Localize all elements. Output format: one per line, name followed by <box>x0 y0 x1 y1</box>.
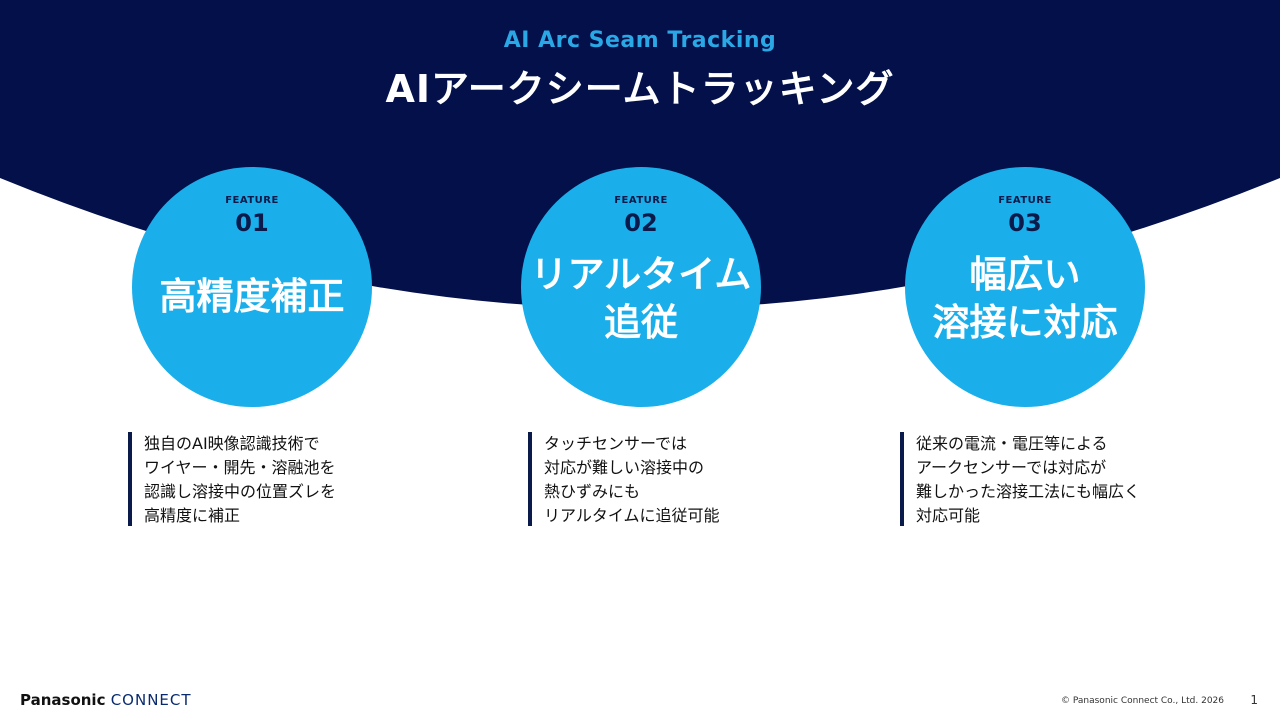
description-line: アークセンサーでは対応が <box>916 458 1107 477</box>
feature-tag: FEATURE <box>614 195 668 206</box>
description-line: ワイヤー・開先・溶融池を <box>144 458 336 477</box>
feature-title-line: 幅広い <box>969 253 1081 296</box>
slide-title: AIアークシームトラッキング <box>385 67 895 111</box>
description-line: 対応が難しい溶接中の <box>544 458 705 477</box>
description-line: 認識し溶接中の位置ズレを <box>144 482 337 501</box>
feature-title: 幅広い 溶接に対応 <box>905 251 1145 347</box>
brand-suffix: CONNECT <box>110 691 192 709</box>
description-line: 熱ひずみにも <box>544 482 641 501</box>
feature-title: リアルタイム 追従 <box>521 251 761 347</box>
feature-circle-03: FEATURE 03 幅広い 溶接に対応 <box>905 167 1145 407</box>
slide-subtitle: AI Arc Seam Tracking <box>503 28 777 53</box>
description-line: タッチセンサーでは <box>544 434 688 453</box>
feature-number: 03 <box>1008 209 1042 237</box>
description-line: 独自のAI映像認識技術で <box>144 434 320 453</box>
brand-name: Panasonic <box>20 691 106 709</box>
feature-number: 02 <box>624 209 658 237</box>
panasonic-connect-logo: Panasonic CONNECT <box>20 691 192 709</box>
feature-title-line: 追従 <box>604 301 678 344</box>
feature-description-01: 独自のAI映像認識技術で ワイヤー・開先・溶融池を 認識し溶接中の位置ズレを 高… <box>128 432 336 526</box>
description-line: 高精度に補正 <box>144 506 241 525</box>
page-number: 1 <box>1250 693 1258 707</box>
feature-circle-01: FEATURE 01 高精度補正 <box>132 167 372 407</box>
description-line: 従来の電流・電圧等による <box>916 434 1108 453</box>
feature-circle-02: FEATURE 02 リアルタイム 追従 <box>521 167 761 407</box>
feature-description-03: 従来の電流・電圧等による アークセンサーでは対応が 難しかった溶接工法にも幅広く… <box>900 432 1140 526</box>
feature-description-02: タッチセンサーでは 対応が難しい溶接中の 熱ひずみにも リアルタイムに追従可能 <box>528 432 720 526</box>
description-line: 難しかった溶接工法にも幅広く <box>916 482 1141 501</box>
feature-number: 01 <box>235 209 269 237</box>
feature-tag: FEATURE <box>225 195 279 206</box>
feature-title-line: 高精度補正 <box>159 275 345 318</box>
feature-title: 高精度補正 <box>132 273 372 321</box>
feature-title-line: 溶接に対応 <box>932 301 1118 344</box>
description-line: 対応可能 <box>916 506 981 525</box>
copyright-text: © Panasonic Connect Co., Ltd. 2026 <box>1061 696 1224 706</box>
feature-tag: FEATURE <box>998 195 1052 206</box>
description-line: リアルタイムに追従可能 <box>544 506 720 525</box>
feature-title-line: リアルタイム <box>530 253 752 296</box>
